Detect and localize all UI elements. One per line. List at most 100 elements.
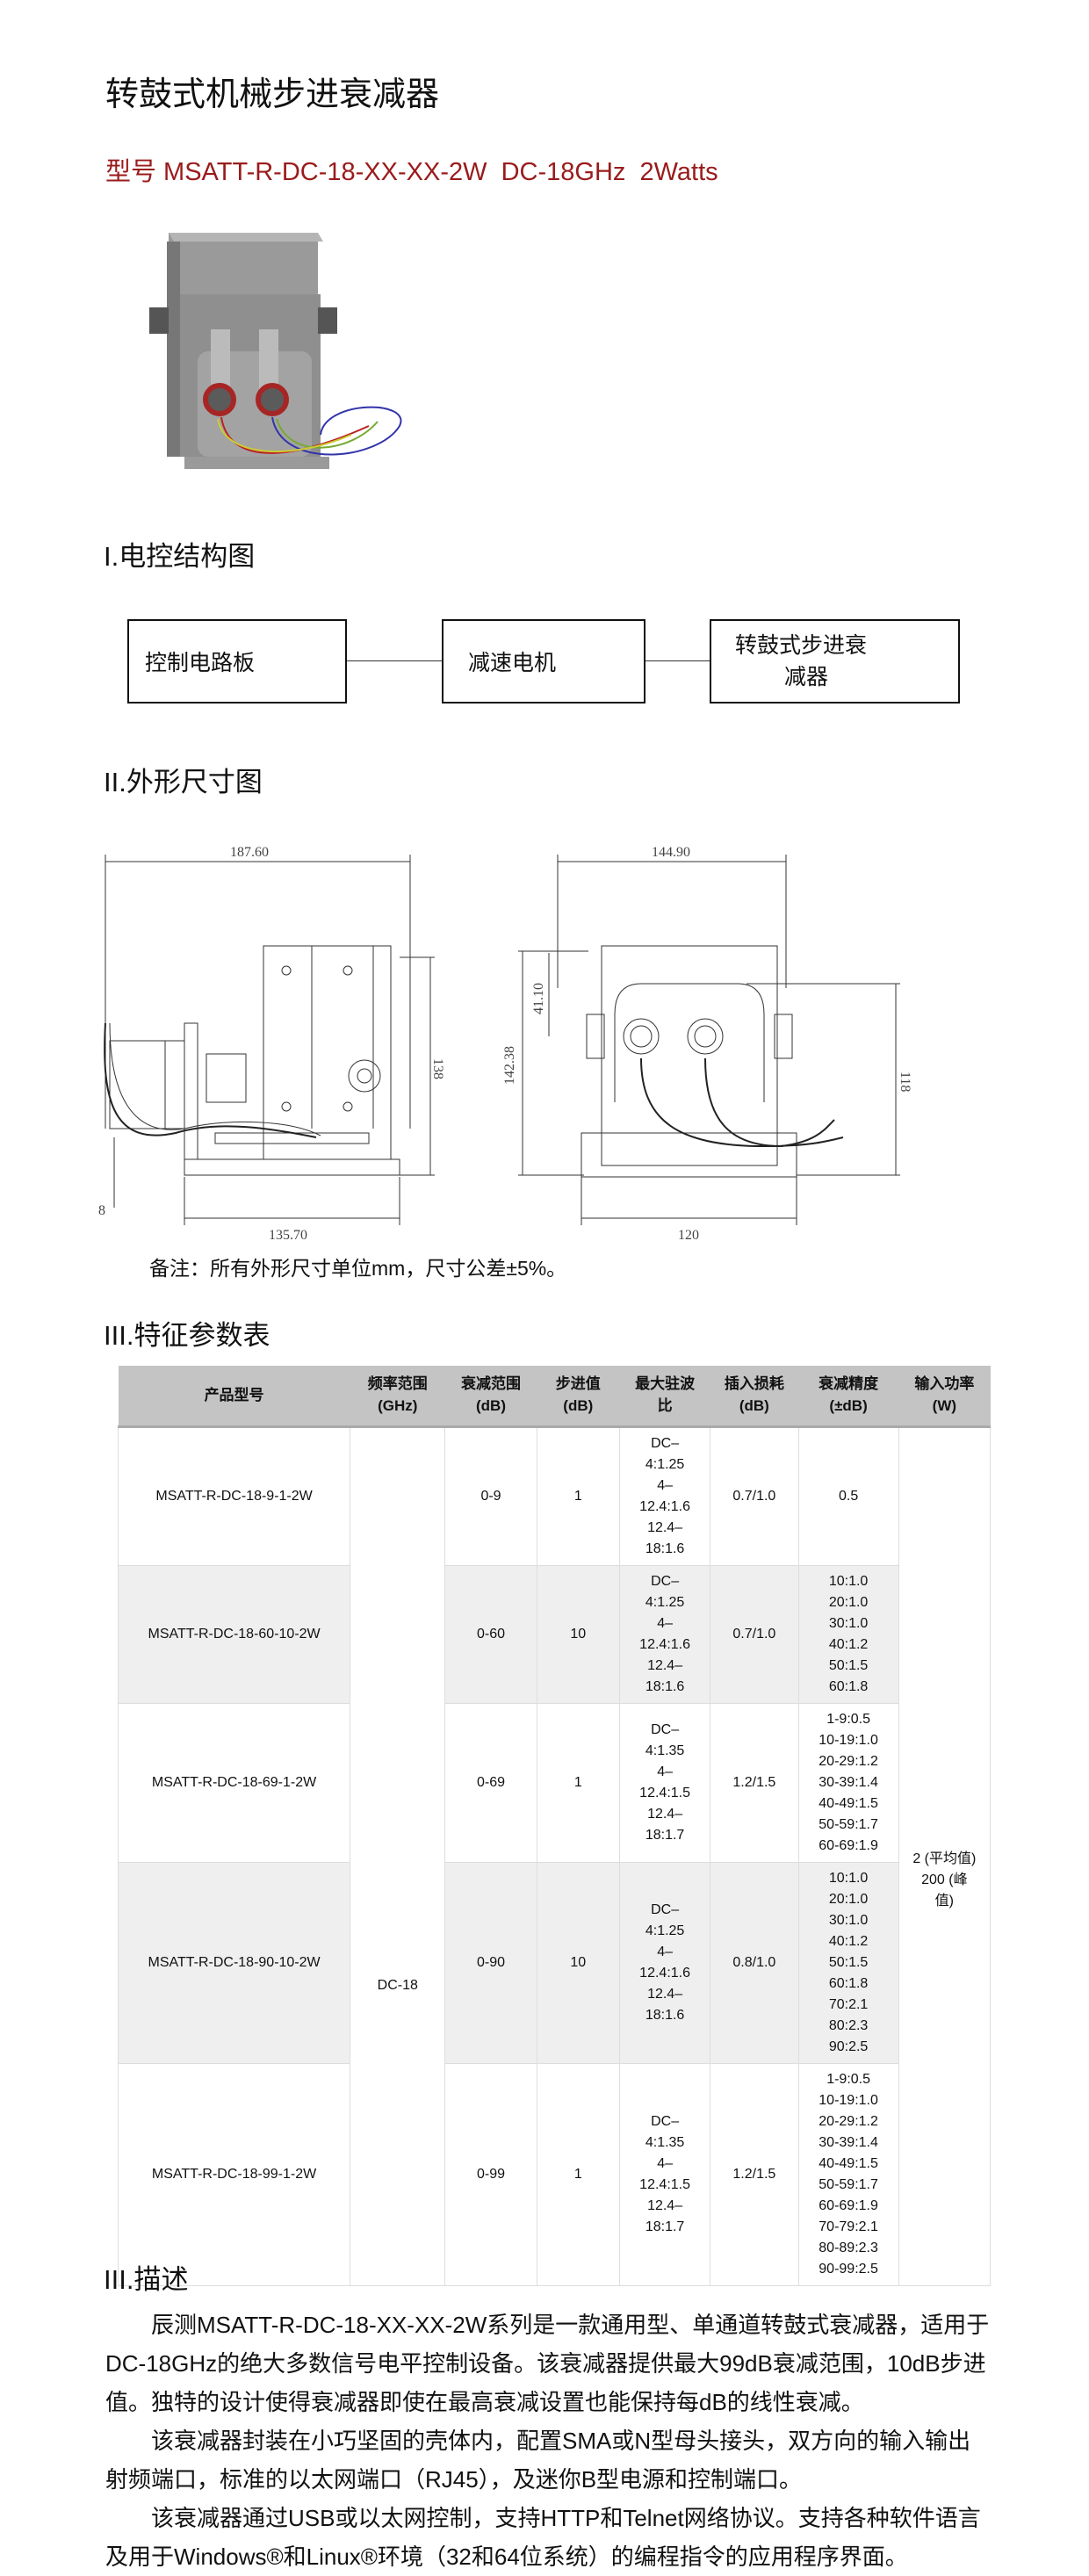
cell-step: 1 bbox=[536, 1426, 620, 1566]
vswr-line: 4– bbox=[657, 2156, 673, 2171]
vswr-line: 12.4:1.6 bbox=[639, 1966, 690, 1981]
vswr-line: 12.4– bbox=[647, 1987, 683, 2002]
column-header-line: (±dB) bbox=[829, 1397, 868, 1414]
vswr-line: 18:1.6 bbox=[645, 1679, 685, 1694]
column-header-line: (dB) bbox=[476, 1397, 506, 1414]
accuracy-line: 30:1.0 bbox=[828, 1913, 869, 1928]
vswr-line: 4– bbox=[657, 1945, 673, 1959]
input-power-line: 200 (峰 bbox=[921, 1872, 968, 1887]
cell-model: MSATT-R-DC-18-60-10-2W bbox=[117, 1565, 351, 1704]
model-line: 型号 MSATT-R-DC-18-XX-XX-2W DC-18GHz 2Watt… bbox=[105, 158, 718, 186]
section-heading-specs: III.特征参数表 bbox=[104, 1320, 270, 1351]
vswr-line: 12.4:1.5 bbox=[639, 1786, 690, 1800]
accuracy-line: 30-39:1.4 bbox=[819, 2135, 878, 2150]
vswr-line: 12.4:1.5 bbox=[639, 2177, 690, 2192]
product-photo bbox=[149, 233, 402, 469]
page-title: 转鼓式机械步进衰减器 bbox=[105, 76, 440, 113]
vswr-line: 18:1.6 bbox=[645, 2008, 685, 2023]
vswr-line: DC– bbox=[651, 1902, 680, 1917]
vswr-line: 12.4– bbox=[647, 1520, 683, 1535]
dim-front-right-height: 118 bbox=[898, 1072, 912, 1092]
column-header-line: 步进值 bbox=[555, 1375, 601, 1393]
cell-atten-range: 0-9 bbox=[444, 1426, 537, 1566]
cell-insertion-loss: 0.8/1.0 bbox=[710, 1862, 799, 2064]
vswr-line: 4:1.35 bbox=[645, 1743, 685, 1758]
column-header-line: 频率范围 bbox=[367, 1375, 428, 1393]
column-header: 产品型号 bbox=[118, 1366, 350, 1428]
dim-side-base: 135.70 bbox=[269, 1228, 307, 1243]
accuracy-line: 20-29:1.2 bbox=[819, 2114, 878, 2129]
accuracy-line: 50-59:1.7 bbox=[819, 2177, 878, 2192]
block-control-board: 控制电路板 bbox=[127, 619, 347, 704]
cell-insertion-loss: 0.7/1.0 bbox=[710, 1426, 799, 1566]
dim-side-offset: 8 bbox=[98, 1203, 105, 1218]
column-header: 衰减范围 (dB) bbox=[444, 1366, 537, 1428]
dim-front-width: 144.90 bbox=[652, 845, 690, 860]
column-header-line: 比 bbox=[657, 1397, 673, 1414]
accuracy-line: 10-19:1.0 bbox=[819, 1733, 878, 1748]
cell-insertion-loss: 0.7/1.0 bbox=[710, 1565, 799, 1704]
table-header-row: 产品型号频率范围(GHz)衰减范围(dB)步进值(dB)最大驻波比插入损耗(dB… bbox=[118, 1366, 991, 1428]
column-header-line: 衰减范围 bbox=[461, 1375, 521, 1393]
vswr-line: 12.4– bbox=[647, 2198, 683, 2213]
accuracy-line: 40-49:1.5 bbox=[819, 1796, 878, 1811]
accuracy-line: 90:2.5 bbox=[828, 2039, 869, 2054]
accuracy-line: 60-69:1.9 bbox=[819, 1838, 878, 1853]
column-header-line: 产品型号 bbox=[204, 1386, 264, 1403]
accuracy-line: 1-9:0.5 bbox=[826, 1712, 870, 1727]
accuracy-line: 50-59:1.7 bbox=[819, 1817, 878, 1832]
cell-atten-range: 0-69 bbox=[444, 1703, 537, 1863]
accuracy-line: 70-79:2.1 bbox=[819, 2219, 878, 2234]
dim-front-height: 142.38 bbox=[502, 1046, 517, 1085]
vswr-line: 12.4– bbox=[647, 1658, 683, 1673]
vswr-line: 18:1.7 bbox=[645, 1828, 685, 1843]
description: 辰测MSATT-R-DC-18-XX-XX-2W系列是一款通用型、单通道转鼓式衰… bbox=[105, 2305, 992, 2576]
accuracy-line: 10:1.0 bbox=[828, 1574, 869, 1589]
vswr-line: DC– bbox=[651, 2114, 680, 2129]
column-header: 插入损耗(dB) bbox=[710, 1366, 798, 1428]
accuracy-line: 60:1.8 bbox=[828, 1679, 869, 1694]
cell-atten-range: 0-60 bbox=[444, 1565, 537, 1704]
dim-front-base: 120 bbox=[678, 1228, 699, 1243]
cell-freq-range: DC-18 bbox=[350, 1426, 446, 2286]
accuracy-line: 20-29:1.2 bbox=[819, 1754, 878, 1769]
accuracy-line: 40:1.2 bbox=[828, 1637, 869, 1652]
vswr-line: 4:1.35 bbox=[645, 2135, 685, 2150]
block-label: 减速电机 bbox=[468, 651, 557, 675]
cell-atten-range: 0-99 bbox=[444, 2063, 537, 2286]
accuracy-line: 60:1.8 bbox=[828, 1976, 869, 1991]
block-label: 减器 bbox=[784, 665, 829, 689]
block-motor: 减速电机 bbox=[442, 619, 645, 704]
cell-model: MSATT-R-DC-18-99-1-2W bbox=[117, 2063, 351, 2286]
vswr-line: 4:1.25 bbox=[645, 1923, 685, 1938]
column-header: 步进值(dB) bbox=[537, 1366, 620, 1428]
vswr-line: 12.4– bbox=[647, 1807, 683, 1822]
input-power-line: 值) bbox=[934, 1894, 955, 1909]
cell-model: MSATT-R-DC-18-9-1-2W bbox=[117, 1426, 351, 1566]
spec-table: 产品型号频率范围(GHz)衰减范围(dB)步进值(dB)最大驻波比插入损耗(dB… bbox=[117, 1366, 992, 2286]
vswr-line: 4:1.25 bbox=[645, 1457, 685, 1472]
vswr-line: 4:1.25 bbox=[645, 1595, 685, 1610]
input-power-line: 2 (平均值) bbox=[912, 1851, 977, 1866]
section-heading-description: III.描述 bbox=[104, 2264, 189, 2295]
accuracy-line: 80-89:2.3 bbox=[819, 2240, 878, 2255]
vswr-line: 4– bbox=[657, 1616, 673, 1631]
accuracy-line: 10:1.0 bbox=[828, 1871, 869, 1886]
accuracy-line: 40:1.2 bbox=[828, 1934, 869, 1949]
accuracy-line: 90-99:2.5 bbox=[819, 2262, 878, 2277]
vswr-line: 4– bbox=[657, 1478, 673, 1493]
accuracy-line: 50:1.5 bbox=[828, 1955, 869, 1970]
accuracy-line: 20:1.0 bbox=[828, 1595, 869, 1610]
vswr-line: DC– bbox=[651, 1436, 680, 1451]
cell-step: 1 bbox=[536, 2063, 620, 2286]
cell-model: MSATT-R-DC-18-69-1-2W bbox=[117, 1703, 351, 1863]
cell-accuracy: 0.5 bbox=[797, 1426, 899, 1566]
